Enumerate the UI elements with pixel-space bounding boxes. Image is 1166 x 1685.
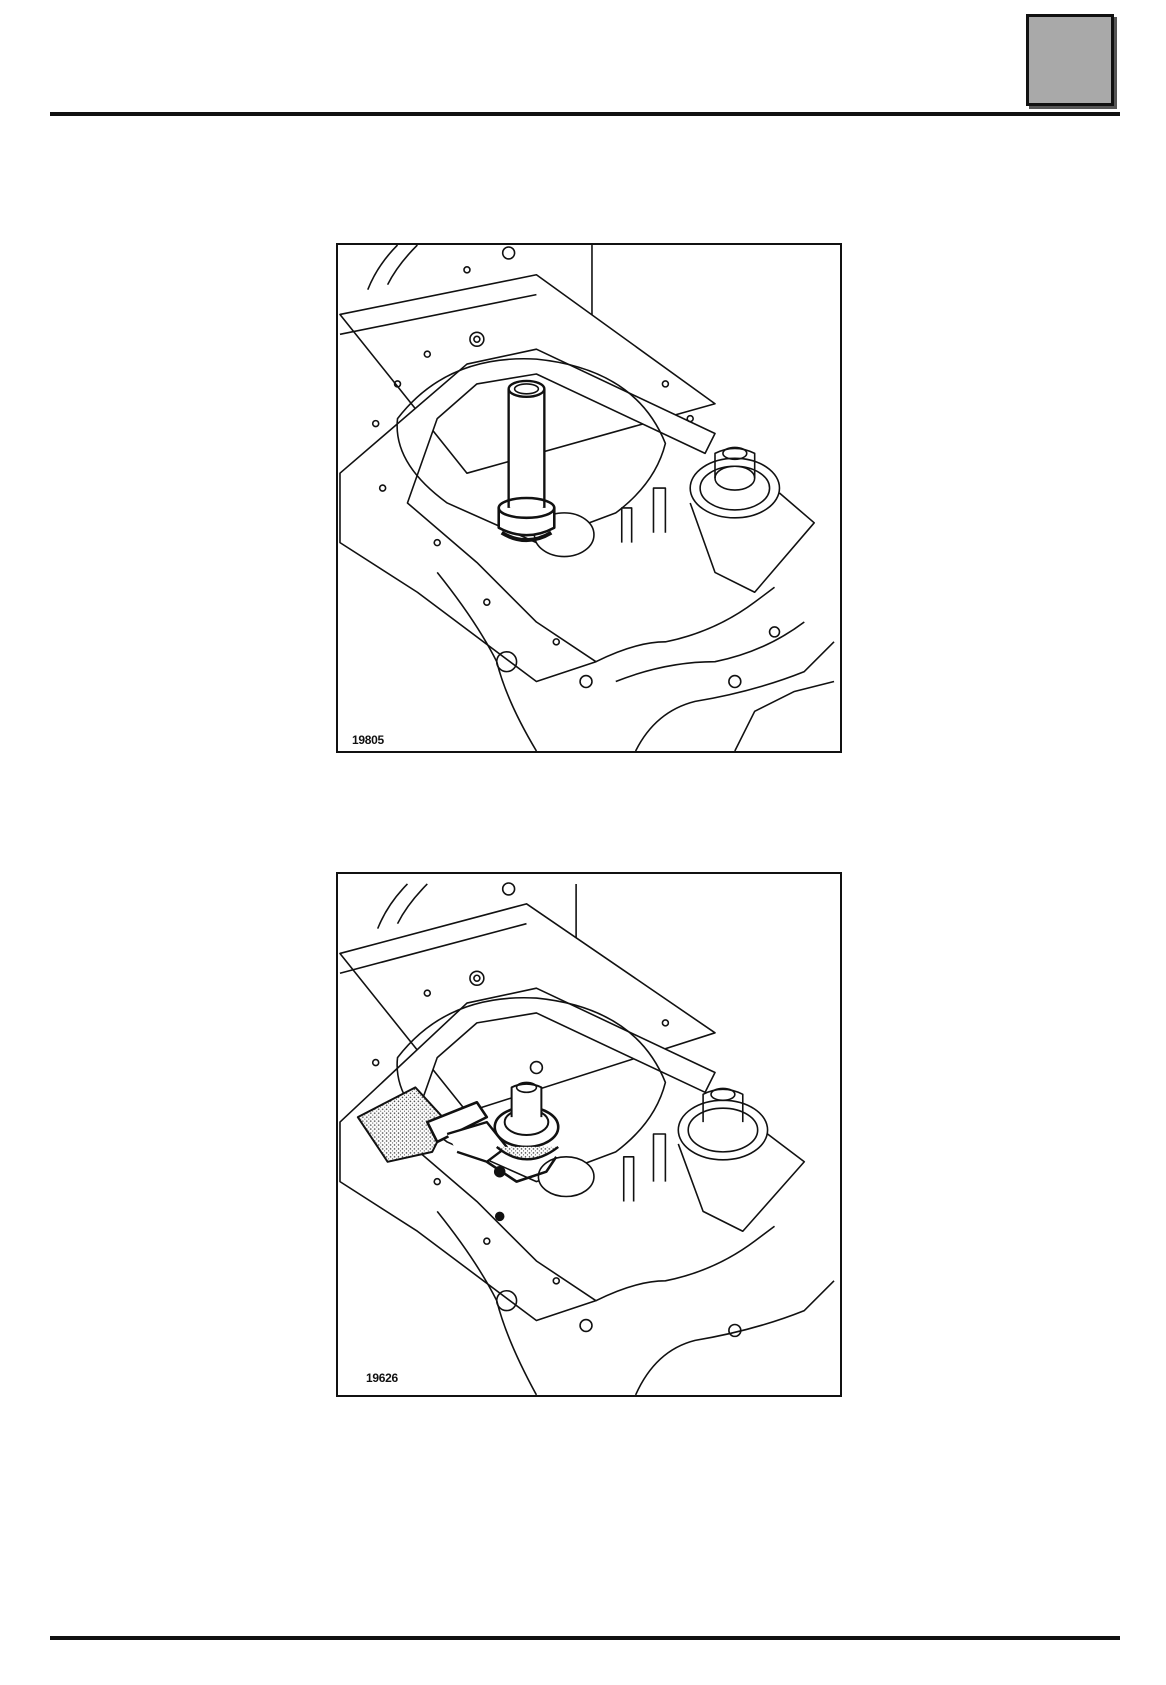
- header-rule: [50, 112, 1120, 116]
- section-tab-marker: [1026, 14, 1114, 106]
- figure-number: 19626: [366, 1371, 398, 1385]
- transmission-housing-illustration: [339, 245, 835, 751]
- figure-number: 19805: [352, 733, 384, 747]
- figure-19626: 19626: [336, 872, 842, 1397]
- transmission-housing-illustration: [339, 882, 835, 1395]
- figure-19805: 19805: [336, 243, 842, 753]
- footer-rule: [50, 1636, 1120, 1640]
